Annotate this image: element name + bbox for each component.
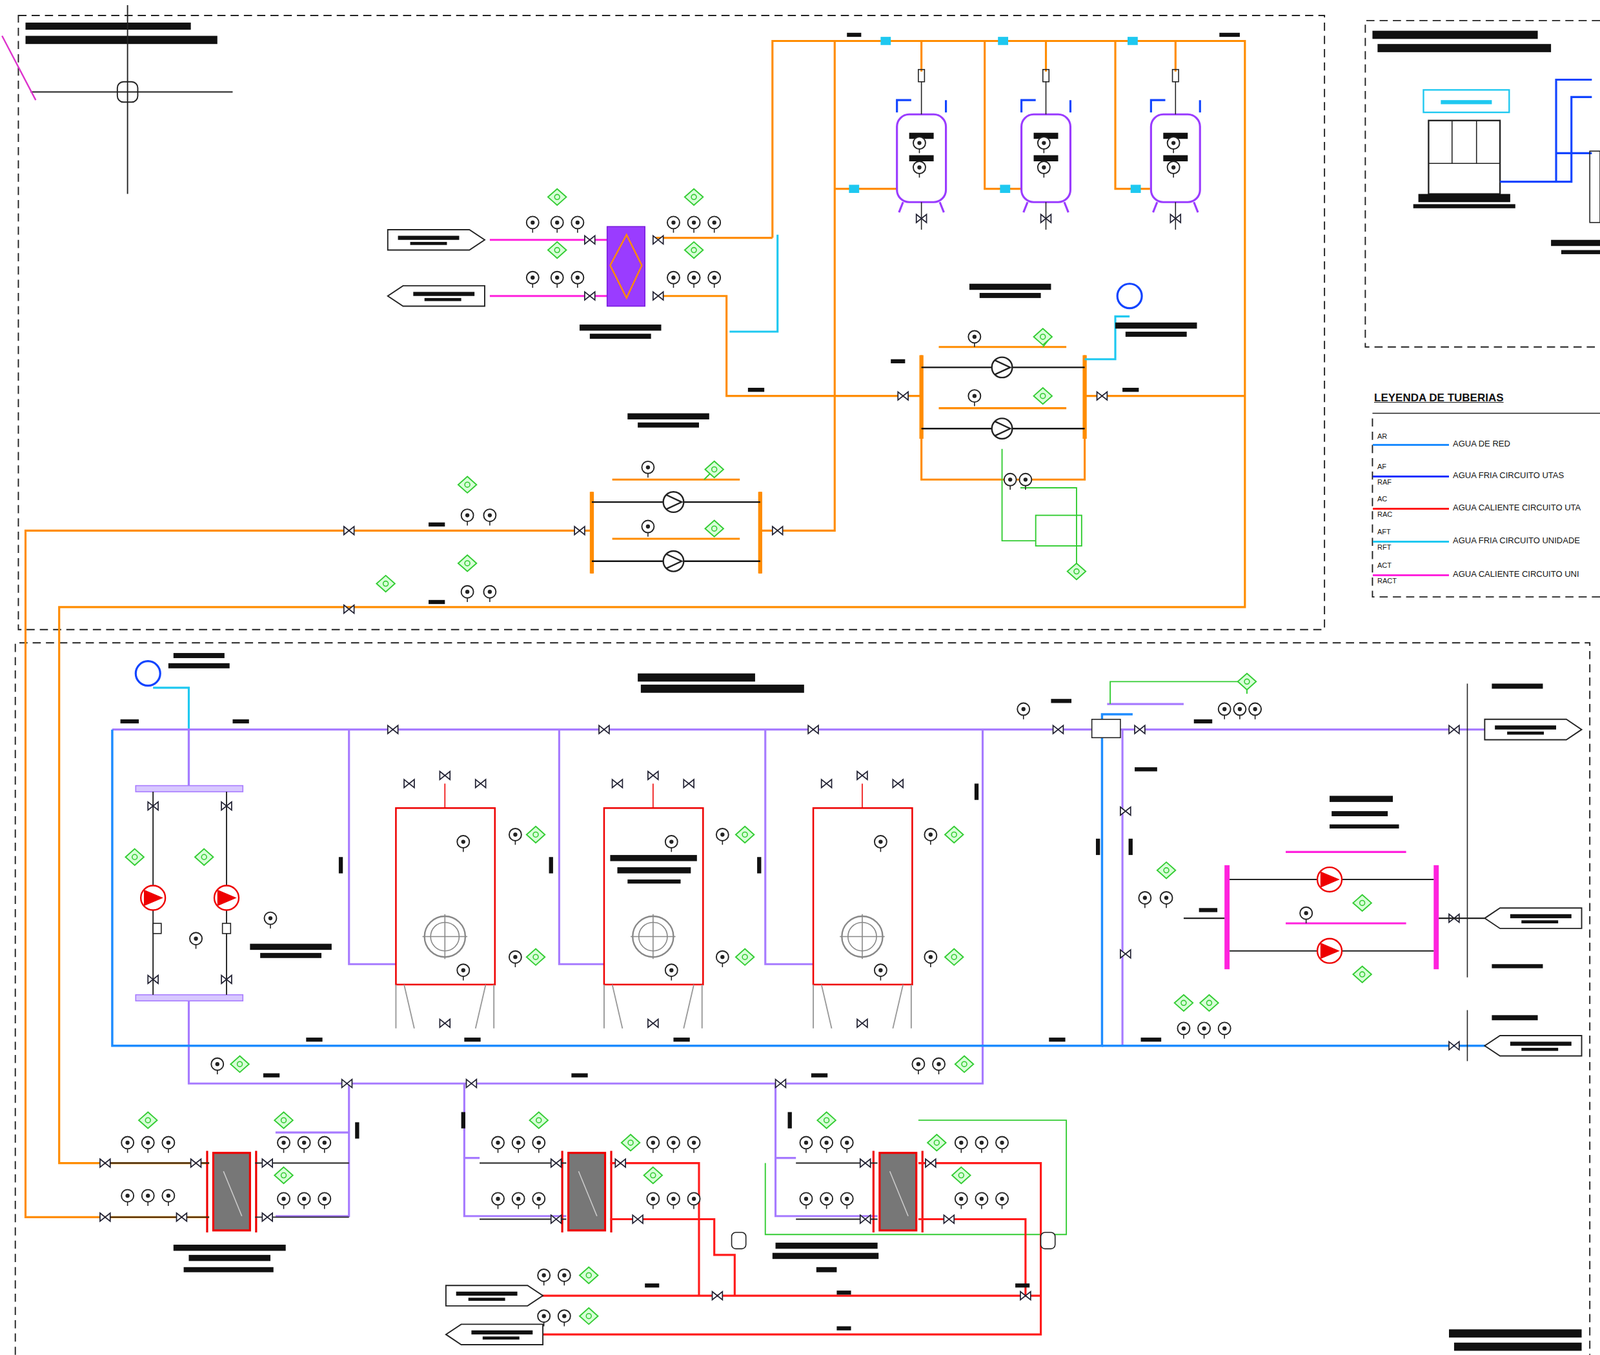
legend-swatch: [1372, 444, 1449, 446]
line-code: AF: [1376, 462, 1388, 471]
line-code: AFT: [1376, 527, 1393, 536]
line-code: RAF: [1376, 478, 1393, 487]
legend-text: AGUA CALIENTE CIRCUITO UNI: [1451, 569, 1581, 579]
line-code: RACT: [1376, 577, 1398, 585]
line-code: ACT: [1376, 561, 1393, 570]
legend-swatch: [1372, 475, 1449, 478]
line-code: RFT: [1376, 543, 1393, 552]
legend-text: AGUA CALIENTE CIRCUITO UTA: [1451, 503, 1582, 513]
legend-swatch: [1372, 507, 1449, 510]
legend-text: AGUA FRIA CIRCUITO UNIDADE: [1451, 536, 1582, 546]
legend-swatch: [1372, 540, 1449, 543]
legend-text: AGUA FRIA CIRCUITO UTAS: [1451, 471, 1566, 481]
line-code: RAC: [1376, 510, 1394, 519]
legend-text: AGUA DE RED: [1451, 439, 1512, 449]
legend-swatch: [1372, 574, 1449, 577]
line-code: AC: [1376, 495, 1389, 503]
legend-heading: LEYENDA DE TUBERIAS: [1372, 392, 1506, 405]
line-code: AR: [1376, 432, 1389, 441]
